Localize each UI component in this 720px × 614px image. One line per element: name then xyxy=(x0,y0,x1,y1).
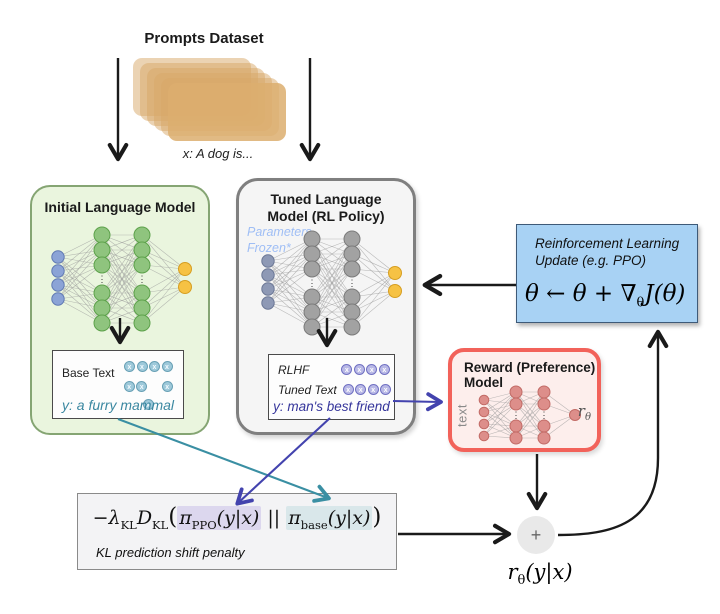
token-icon: x xyxy=(355,384,367,396)
initial-model-output-text: y: a furry mammal xyxy=(61,397,174,413)
tuned-model-network-icon: ⋮⋮ xyxy=(254,227,404,339)
token-icon: x xyxy=(123,381,135,393)
token-icon: x xyxy=(161,361,173,373)
token-icon: x xyxy=(367,384,379,396)
pi-base-term: πbase(y|x) xyxy=(286,506,373,532)
token-icon: x xyxy=(161,381,173,393)
token-icon: x xyxy=(149,361,160,373)
parameters-frozen-label: Parameters Frozen* xyxy=(247,225,312,255)
svg-text:⋮: ⋮ xyxy=(512,410,521,420)
rl-update-label-line2: Update (e.g. PPO) xyxy=(535,253,647,268)
token-icon: x xyxy=(136,381,148,393)
svg-text:⋮: ⋮ xyxy=(98,274,107,284)
svg-text:⋮: ⋮ xyxy=(308,278,317,288)
base-text-label: Base Text xyxy=(62,366,115,380)
kl-penalty-caption: KL prediction shift penalty xyxy=(96,545,245,560)
svg-text:⋮: ⋮ xyxy=(540,410,549,420)
tuned-model-title-line2: Model (RL Policy) xyxy=(267,208,385,224)
token-icon: x xyxy=(366,364,378,376)
initial-model-title: Initial Language Model xyxy=(44,199,196,215)
svg-text:⋮: ⋮ xyxy=(138,274,147,284)
token-icon: x xyxy=(136,361,148,373)
reward-input-text-label: text xyxy=(454,404,470,427)
sum-node: + xyxy=(517,516,555,554)
rlhf-label: RLHF xyxy=(278,363,310,377)
prompts-dataset-stack xyxy=(133,58,293,144)
pi-ppo-term: πPPO(y|x) xyxy=(177,506,262,532)
tuned-text-label: Tuned Text xyxy=(278,383,337,397)
tuned-model-output-text: y: man's best friend xyxy=(273,399,390,414)
rl-update-formula: θ ← θ + ∇θJ(θ) xyxy=(525,281,686,311)
token-icon: x xyxy=(342,384,354,396)
rl-update-box: Reinforcement Learning Update (e.g. PPO)… xyxy=(516,224,698,323)
reward-output-formula: rθ(y|x) xyxy=(507,560,573,589)
reward-preference-model-box: Reward (Preference) Model text ⋮⋮ rθ xyxy=(448,348,601,452)
token-icon: x xyxy=(142,399,154,411)
prompts-dataset-title: Prompts Dataset xyxy=(144,30,264,47)
prompt-example-text: x: A dog is... xyxy=(182,146,254,161)
reward-model-title-line2: Model xyxy=(464,375,503,390)
initial-model-network-icon: ⋮⋮ xyxy=(44,223,194,335)
reward-scalar-label: rθ xyxy=(577,402,591,423)
prompt-card xyxy=(168,83,286,141)
token-icon: x xyxy=(353,364,365,376)
reward-model-network-icon: ⋮⋮ xyxy=(476,384,588,448)
tuned-model-title-line1: Tuned Language xyxy=(270,191,382,207)
token-icon: x xyxy=(341,364,353,376)
token-icon: x xyxy=(378,364,390,376)
reward-model-title-line1: Reward (Preference) xyxy=(464,360,596,375)
svg-text:⋮: ⋮ xyxy=(348,278,357,288)
kl-penalty-formula: −λKLDKL(πPPO(y|x) || πbase(y|x)) xyxy=(92,504,382,532)
rl-update-label-line1: Reinforcement Learning xyxy=(535,236,680,251)
token-icon: x xyxy=(380,384,392,396)
kl-penalty-box: −λKLDKL(πPPO(y|x) || πbase(y|x)) KL pred… xyxy=(77,493,397,570)
token-icon: x xyxy=(124,361,135,373)
tuned-language-model-box: Tuned Language Model (RL Policy) Paramet… xyxy=(236,178,416,435)
